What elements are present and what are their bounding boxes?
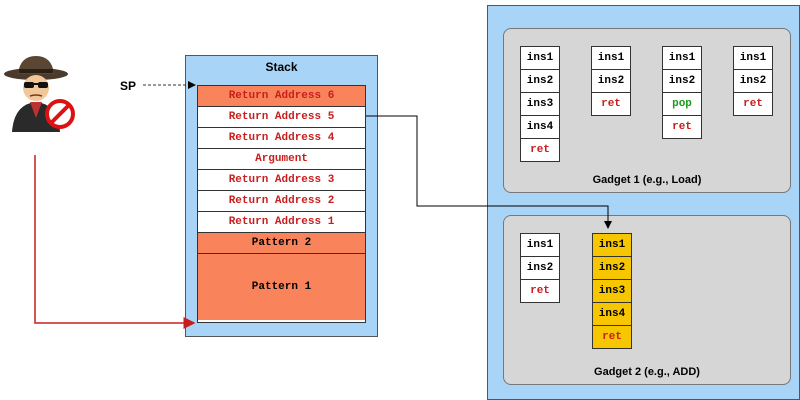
- instruction-cell: ins1: [662, 46, 702, 70]
- instruction-cell: ret: [733, 92, 773, 116]
- instruction-cell: pop: [662, 92, 702, 116]
- stack-cell: Return Address 1: [198, 212, 365, 233]
- instruction-cell: ins2: [733, 69, 773, 93]
- stack-cell: Pattern 2: [198, 233, 365, 254]
- stack-cell: Pattern 1: [198, 254, 365, 320]
- instruction-cell: ret: [520, 279, 560, 303]
- instruction-cell: ret: [592, 325, 632, 349]
- instruction-cell: ins2: [662, 69, 702, 93]
- no-entry-icon: [45, 99, 75, 129]
- instruction-cell: ret: [662, 115, 702, 139]
- instruction-cell: ins1: [591, 46, 631, 70]
- attack-arrow: [34, 155, 196, 329]
- instruction-cell: ins3: [592, 279, 632, 303]
- instruction-cell: ret: [520, 138, 560, 162]
- instruction-cell: ret: [591, 92, 631, 116]
- stack-pointer-label: SP: [120, 79, 137, 93]
- stack-cell: Return Address 5: [198, 107, 365, 128]
- stack-cell: Argument: [198, 149, 365, 170]
- stack-cell: Return Address 6: [198, 86, 365, 107]
- return-address-5-arrow: [366, 115, 612, 229]
- instruction-cell: ins4: [592, 302, 632, 326]
- instruction-cell: ins2: [591, 69, 631, 93]
- attacker-icon: [2, 52, 80, 142]
- stack-cell: Return Address 4: [198, 128, 365, 149]
- gadget-1-label: Gadget 1 (e.g., Load): [592, 174, 702, 186]
- instruction-cell: ins1: [733, 46, 773, 70]
- stack-cell: Return Address 2: [198, 191, 365, 212]
- gadget-2-label: Gadget 2 (e.g., ADD): [594, 366, 700, 378]
- stack-cell: Return Address 3: [198, 170, 365, 191]
- instruction-cell: ins2: [520, 256, 560, 280]
- stack-title: Stack: [265, 60, 298, 74]
